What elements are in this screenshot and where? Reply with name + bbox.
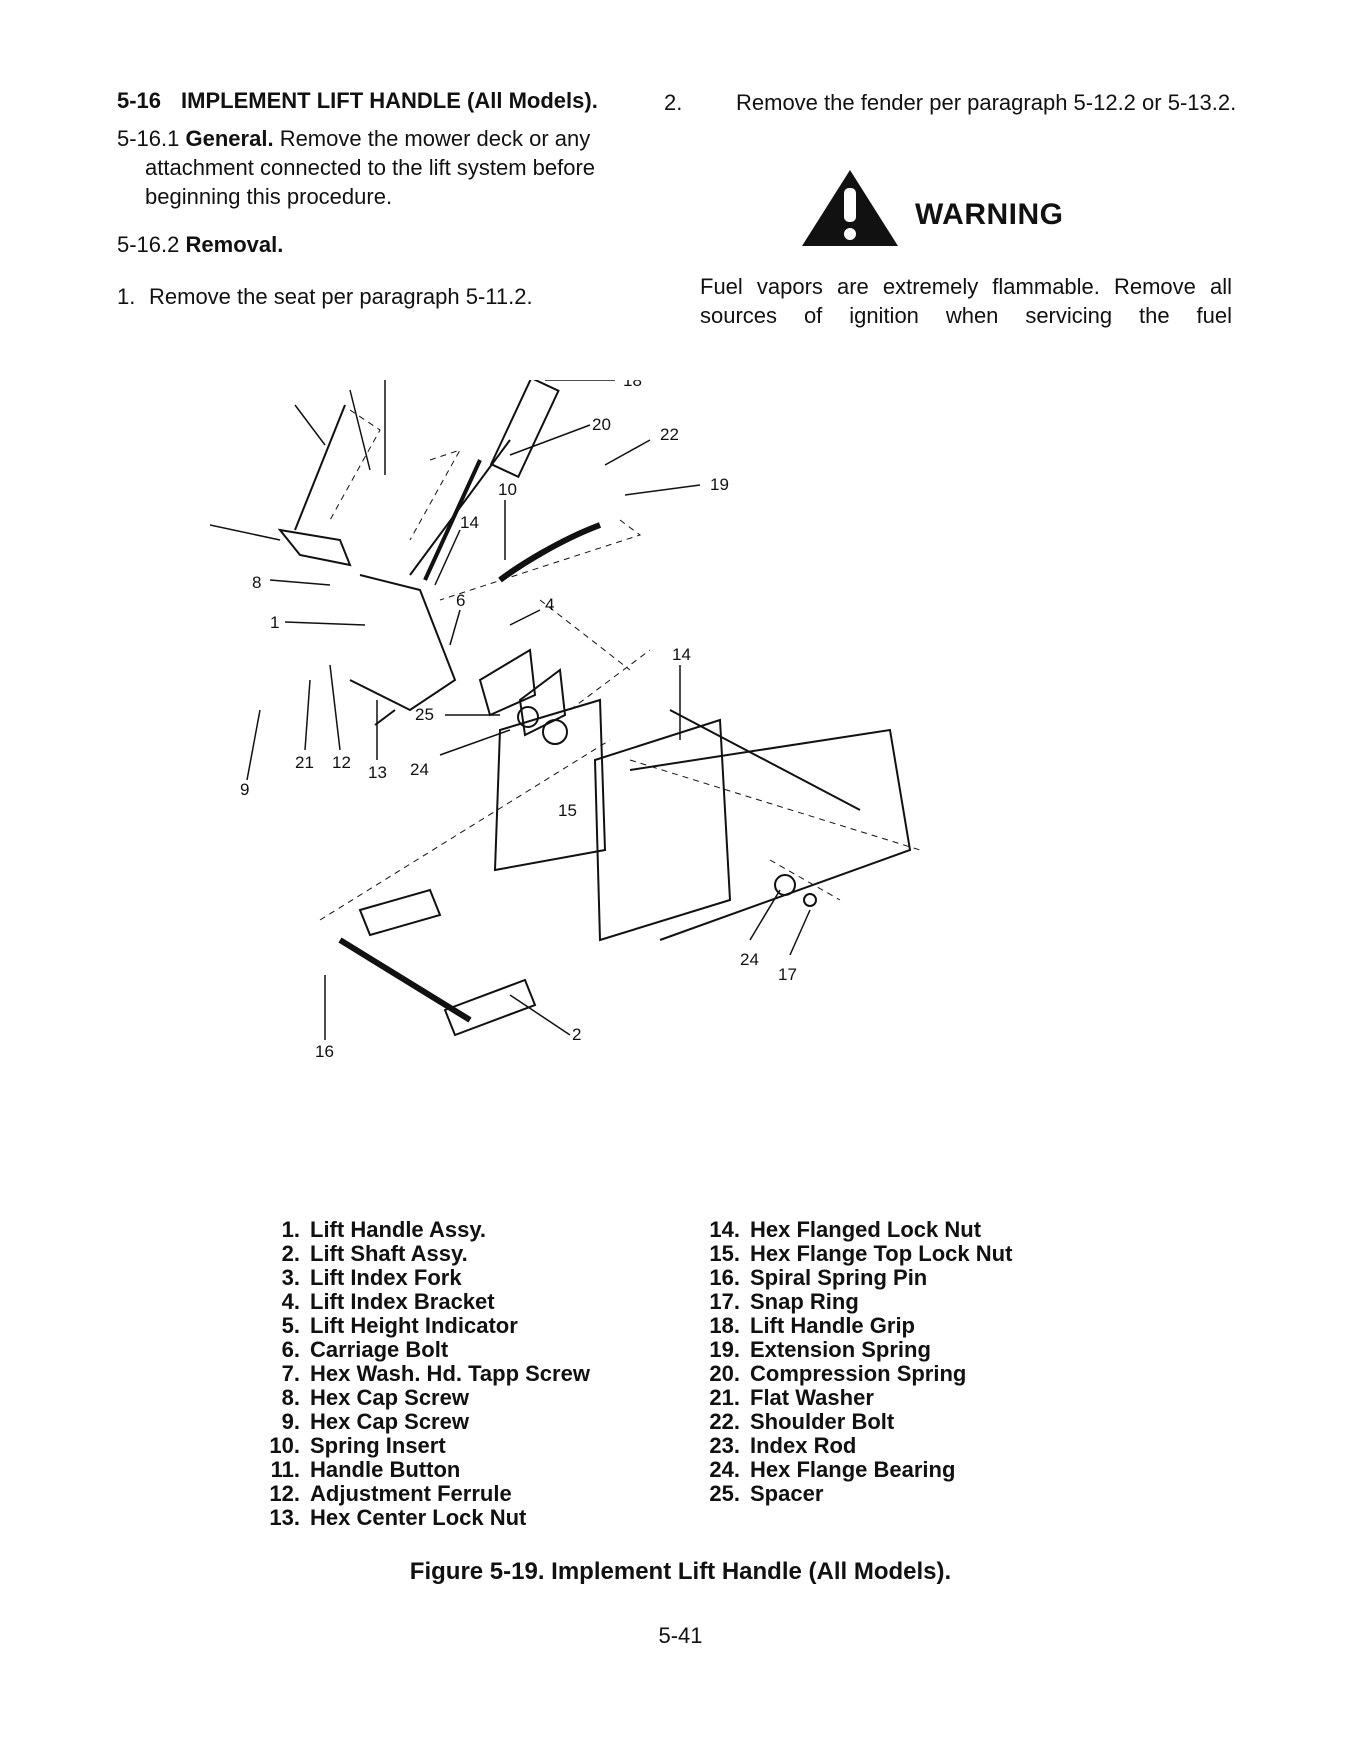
- callout-10: 10: [498, 480, 517, 499]
- index-bracket-1: [478, 648, 537, 717]
- callout-25: 25: [415, 705, 434, 724]
- legend-item: 18.Lift Handle Grip: [709, 1313, 915, 1338]
- callout-15: 15: [558, 801, 577, 820]
- legend-item: 5.Lift Height Indicator: [281, 1313, 518, 1338]
- parts-legend-right: 14.Hex Flanged Lock Nut 15.Hex Flange To…: [690, 1218, 1012, 1506]
- step-2: 2. Remove the fender per paragraph 5-12.2…: [664, 88, 1271, 117]
- extension-spring: [498, 522, 602, 583]
- handle-grip: [489, 380, 560, 479]
- legend-item: 4.Lift Index Bracket: [281, 1289, 495, 1314]
- step-2-text: Remove the fender per paragraph 5-12.2 o…: [736, 90, 1237, 115]
- figure-caption: Figure 5-19. Implement Lift Handle (All …: [409, 1558, 952, 1585]
- callout-2: 2: [572, 1025, 581, 1044]
- callout-21: 21: [295, 753, 314, 772]
- chassis-rail: [629, 728, 912, 941]
- warning-banner: WARNING: [800, 168, 1120, 248]
- legend-item: 21.Flat Washer: [709, 1385, 874, 1410]
- index-fork: [277, 528, 352, 567]
- legend-item: 2.Lift Shaft Assy.: [281, 1241, 468, 1266]
- parts-legend-left: 1.Lift Handle Assy. 2.Lift Shaft Assy. 3…: [250, 1218, 590, 1530]
- callout-23: 23: [270, 380, 289, 382]
- general-text: Remove the mower deck or any attachment …: [145, 126, 596, 209]
- index-rod: [294, 404, 346, 531]
- callout-12: 12: [332, 753, 351, 772]
- callout-19: 19: [710, 475, 729, 494]
- callout-13: 13: [368, 763, 387, 782]
- callout-4: 4: [545, 595, 554, 614]
- legend-item: 6.Carriage Bolt: [281, 1337, 449, 1362]
- legend-item: 23.Index Rod: [709, 1433, 857, 1458]
- side-plate: [593, 718, 732, 942]
- callout-18: 18: [623, 380, 642, 390]
- legend-item: 10.Spring Insert: [269, 1433, 446, 1458]
- callout-24a: 24: [410, 760, 429, 779]
- lift-handle-body: [349, 574, 457, 712]
- callout-14a: 14: [460, 513, 479, 532]
- general-number: 5-16.1: [117, 126, 180, 151]
- general-paragraph: 5-16.1 General. Remove the mower deck or…: [117, 124, 685, 211]
- legend-item: 17.Snap Ring: [709, 1289, 859, 1314]
- shaft-arm-1: [358, 888, 442, 937]
- legend-item: 11.Handle Button: [270, 1457, 461, 1482]
- legend-item: 3.Lift Index Fork: [281, 1265, 462, 1290]
- lift-handle-illustration: 11 18 20 22 19 23 5 7 3 10 14 8 6 4 1 14…: [210, 380, 921, 1061]
- legend-item: 13.Hex Center Lock Nut: [269, 1505, 527, 1530]
- snap-ring: [803, 893, 817, 907]
- lift-shaft: [338, 937, 472, 1023]
- shaft-arm-2: [443, 978, 537, 1037]
- legend-item: 8.Hex Cap Screw: [281, 1385, 469, 1410]
- callout-16: 16: [315, 1042, 334, 1061]
- frame-plate: [493, 698, 607, 872]
- legend-item: 9.Hex Cap Screw: [281, 1409, 469, 1434]
- flange-bearing-2: [542, 719, 568, 745]
- legend-item: 1.Lift Handle Assy.: [281, 1217, 487, 1242]
- legend-item: 12.Adjustment Ferrule: [269, 1481, 512, 1506]
- callout-24b: 24: [740, 950, 759, 969]
- callout-6: 6: [456, 591, 465, 610]
- page-number: 5-41: [658, 1623, 703, 1648]
- callout-8: 8: [252, 573, 261, 592]
- step-1-number: 1.: [117, 284, 136, 309]
- legend-item: 20.Compression Spring: [709, 1361, 967, 1386]
- callout-22: 22: [660, 425, 679, 444]
- legend-item: 15.Hex Flange Top Lock Nut: [709, 1241, 1013, 1266]
- callout-9: 9: [240, 780, 249, 799]
- legend-item: 14.Hex Flanged Lock Nut: [709, 1217, 982, 1242]
- legend-item: 25.Spacer: [709, 1481, 824, 1506]
- legend-item: 7.Hex Wash. Hd. Tapp Screw: [281, 1361, 590, 1386]
- step-1: 1. Remove the seat per paragraph 5-11.2.: [117, 282, 657, 311]
- section-heading: 5-16 IMPLEMENT LIFT HANDLE (All Models).: [117, 88, 598, 114]
- legend-item: 22.Shoulder Bolt: [709, 1409, 895, 1434]
- spacer: [517, 706, 539, 728]
- flange-bearing: [774, 874, 796, 896]
- callout-14b: 14: [672, 645, 691, 664]
- warning-triangle-icon: [802, 170, 898, 246]
- legend-item: 24.Hex Flange Bearing: [709, 1457, 956, 1482]
- removal-label: Removal.: [185, 232, 284, 257]
- callout-1: 1: [270, 613, 279, 632]
- exploded-parts-diagram: 11 18 20 22 19 23 5 7 3 10 14 8 6 4 1 14…: [210, 380, 1090, 1190]
- warning-title: WARNING: [915, 198, 1064, 231]
- legend-item: 19.Extension Spring: [709, 1337, 931, 1362]
- legend-item: 16.Spiral Spring Pin: [709, 1265, 928, 1290]
- section-title: IMPLEMENT LIFT HANDLE (All Models).: [181, 88, 598, 113]
- index-bracket-2: [518, 668, 567, 737]
- callout-20: 20: [592, 415, 611, 434]
- general-label: General.: [185, 126, 274, 151]
- removal-heading: 5-16.2 Removal.: [117, 230, 657, 259]
- step-1-text: Remove the seat per paragraph 5-11.2.: [149, 284, 533, 309]
- removal-number: 5-16.2: [117, 232, 180, 257]
- section-number: 5-16: [117, 88, 162, 113]
- step-2-number: 2.: [664, 90, 683, 115]
- callout-17: 17: [778, 965, 797, 984]
- compression-spring: [423, 459, 482, 581]
- warning-text: Fuel vapors are extremely flammable. Rem…: [700, 274, 1232, 328]
